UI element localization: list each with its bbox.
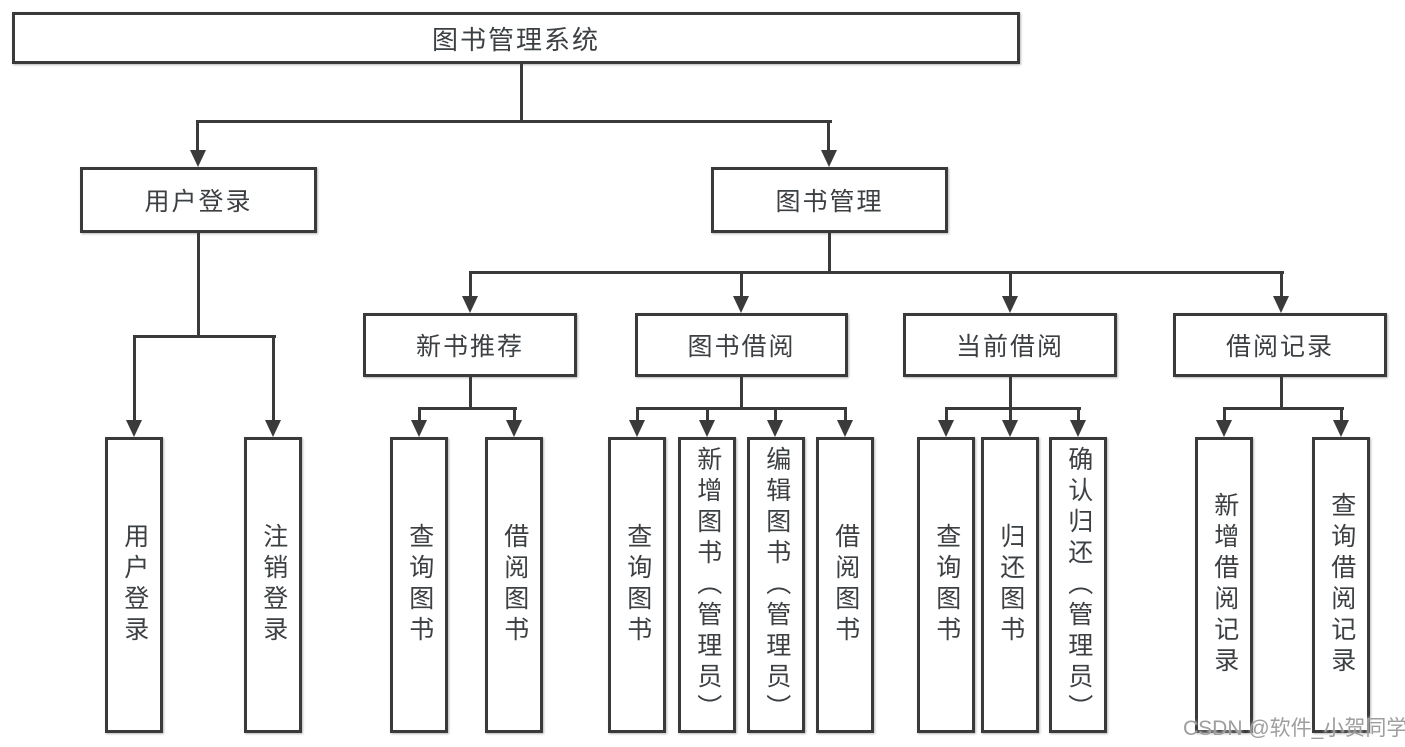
arrowhead-down (411, 420, 427, 437)
connector-bookmgmt-stem-2 (740, 271, 743, 298)
leaf-cb-return-books: 归还图书 (981, 437, 1039, 733)
node-borrowing-records: 借阅记录 (1173, 313, 1387, 377)
leaf-bb-query-books-label: 查询图书 (623, 523, 652, 647)
connector-cb-stem-1 (945, 407, 948, 422)
leaf-br-add-record: 新增借阅记录 (1195, 437, 1253, 733)
arrowhead-down (699, 420, 715, 437)
connector-root-stem-right (827, 120, 830, 152)
node-user-login: 用户登录 (80, 167, 317, 233)
leaf-br-add-record-label: 新增借阅记录 (1210, 492, 1239, 678)
node-current-borrowing-label: 当前借阅 (955, 333, 1064, 361)
arrowhead-down (1333, 420, 1349, 437)
arrowhead-down (1070, 420, 1086, 437)
node-user-login-label: 用户登录 (144, 188, 253, 216)
arrowhead-down (462, 296, 478, 313)
leaf-cb-confirm-return: 确认归还（管理员） (1049, 437, 1107, 733)
connector-nb-hline (418, 407, 517, 410)
arrowhead-down (733, 296, 749, 313)
arrowhead-down (1002, 296, 1018, 313)
leaf-br-query-record: 查询借阅记录 (1312, 437, 1370, 733)
leaf-logout-label: 注销登录 (259, 523, 288, 647)
arrowhead-down (265, 420, 281, 437)
node-book-borrowing-label: 图书借阅 (687, 333, 796, 361)
connector-bookmgmt-stub (828, 233, 831, 274)
arrowhead-down (821, 150, 837, 167)
connector-br-stem-2 (1340, 407, 1343, 422)
watermark-text: CSDN @软件_小贺同学 (1183, 717, 1405, 740)
leaf-user-login: 用户登录 (105, 437, 163, 733)
connector-bookmgmt-stem-4 (1280, 271, 1283, 298)
connector-userlogin-stub (197, 233, 200, 338)
leaf-bb-query-books: 查询图书 (608, 437, 666, 733)
arrowhead-down (767, 420, 783, 437)
node-new-book-recommend: 新书推荐 (363, 313, 577, 377)
connector-br-hline (1223, 407, 1344, 410)
connector-bb-stem-1 (636, 407, 639, 422)
connector-bb-stem-2 (706, 407, 709, 422)
connector-bookmgmt-stem-1 (469, 271, 472, 298)
leaf-nb-query-books-label: 查询图书 (405, 523, 434, 647)
connector-bb-hline (636, 407, 847, 410)
leaf-bb-borrow-books: 借阅图书 (816, 437, 874, 733)
connector-cb-stub (1009, 377, 1012, 410)
arrowhead-down (938, 420, 954, 437)
leaf-cb-return-books-label: 归还图书 (996, 523, 1025, 647)
arrowhead-down (1216, 420, 1232, 437)
node-root: 图书管理系统 (12, 12, 1020, 64)
leaf-bb-edit-books: 编辑图书（管理员） (747, 437, 805, 733)
leaf-br-query-record-label: 查询借阅记录 (1327, 492, 1356, 678)
arrowhead-down (1002, 420, 1018, 437)
leaf-bb-edit-books-label: 编辑图书（管理员） (762, 445, 791, 725)
leaf-bb-add-books: 新增图书（管理员） (678, 437, 736, 733)
leaf-user-login-label: 用户登录 (120, 523, 149, 647)
arrowhead-down (190, 150, 206, 167)
leaf-cb-confirm-return-label: 确认归还（管理员） (1064, 445, 1093, 725)
leaf-logout: 注销登录 (244, 437, 302, 733)
leaf-nb-borrow-books: 借阅图书 (485, 437, 543, 733)
leaf-cb-query-books: 查询图书 (917, 437, 975, 733)
connector-cb-hline (945, 407, 1081, 410)
connector-bb-stub (740, 377, 743, 410)
connector-br-stem-1 (1223, 407, 1226, 422)
connector-bookmgmt-hline (469, 271, 1284, 274)
node-current-borrowing: 当前借阅 (903, 313, 1117, 377)
node-book-management-label: 图书管理 (775, 188, 884, 216)
connector-userlogin-stem-2 (272, 335, 275, 422)
arrowhead-down (506, 420, 522, 437)
connector-userlogin-stem-1 (133, 335, 136, 422)
leaf-nb-query-books: 查询图书 (390, 437, 448, 733)
leaf-cb-query-books-label: 查询图书 (932, 523, 961, 647)
arrowhead-down (126, 420, 142, 437)
leaf-nb-borrow-books-label: 借阅图书 (500, 523, 529, 647)
node-new-book-recommend-label: 新书推荐 (415, 333, 524, 361)
connector-bb-stem-3 (774, 407, 777, 422)
connector-root-stem-left (196, 120, 199, 152)
node-borrowing-records-label: 借阅记录 (1225, 333, 1334, 361)
connector-root-hline (197, 120, 832, 123)
connector-nb-stem-2 (513, 407, 516, 422)
node-book-borrowing: 图书借阅 (635, 313, 848, 377)
leaf-bb-borrow-books-label: 借阅图书 (831, 523, 860, 647)
node-book-management: 图书管理 (711, 167, 948, 233)
connector-root-stub (520, 64, 523, 123)
connector-userlogin-hline (133, 335, 276, 338)
leaf-bb-add-books-label: 新增图书（管理员） (693, 445, 722, 725)
connector-br-stub (1280, 377, 1283, 410)
connector-bb-stem-4 (844, 407, 847, 422)
connector-bookmgmt-stem-3 (1009, 271, 1012, 298)
connector-nb-stem-1 (418, 407, 421, 422)
connector-cb-stem-2 (1009, 407, 1012, 422)
node-root-label: 图书管理系统 (431, 24, 600, 55)
connector-cb-stem-3 (1077, 407, 1080, 422)
arrowhead-down (1273, 296, 1289, 313)
connector-nb-stub (469, 377, 472, 410)
arrowhead-down (629, 420, 645, 437)
arrowhead-down (837, 420, 853, 437)
